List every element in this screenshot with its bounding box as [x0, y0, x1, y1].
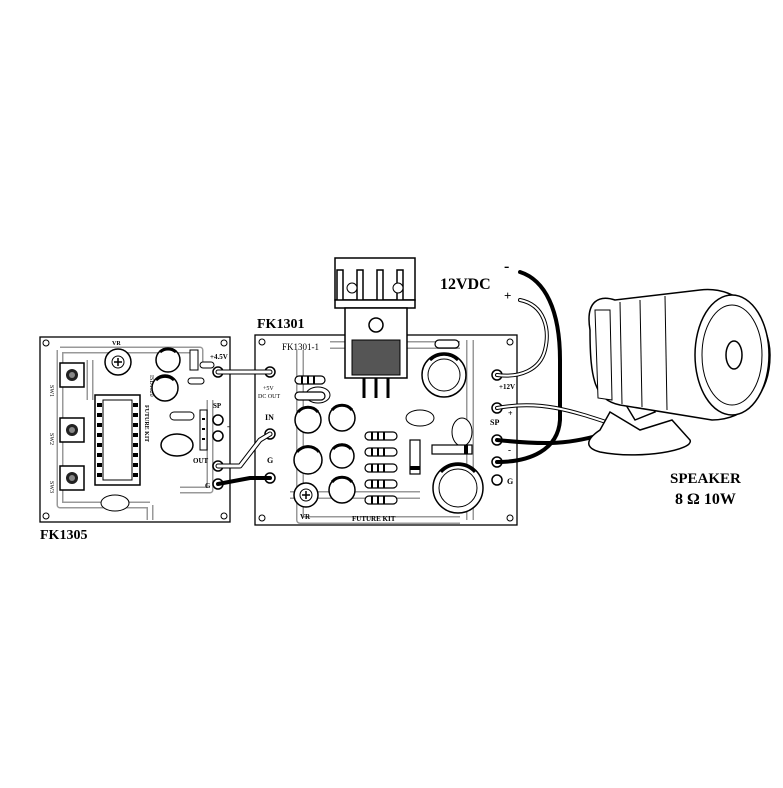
silk-plus-right: + [508, 409, 513, 418]
trimmer-vr-right [293, 482, 319, 508]
power-label: 12VDC [440, 276, 491, 293]
silk-plus5: +5V [263, 386, 274, 392]
board-label-fk1305: FK1305 [40, 528, 88, 543]
silk-vr-left: VR [112, 341, 121, 347]
capacitor-right-4 [328, 403, 356, 432]
capacitor-right-1 [421, 352, 467, 398]
silk-sw2: SW2 [48, 433, 54, 445]
silk-dcout: DC OUT [258, 394, 281, 400]
trimmer-vr-left [104, 348, 132, 376]
ic-chip [94, 394, 141, 486]
switch-sw3 [59, 465, 85, 491]
silk-out: OUT [193, 457, 209, 465]
power-plus: + [504, 288, 512, 303]
silk-g2-right: G [507, 477, 513, 486]
silk-g-left: G [205, 482, 211, 490]
switch-sw1 [59, 362, 85, 388]
silk-ic: ISD1820 [148, 375, 154, 397]
silk-minus-left: - [227, 422, 230, 431]
silk-plus45: +4.5V [210, 353, 228, 361]
speaker-label: SPEAKER [670, 471, 741, 487]
capacitor-right-3 [294, 405, 322, 434]
capacitor-left-3 [160, 433, 194, 457]
capacitor-right-2 [432, 462, 484, 514]
silk-g-right: G [267, 456, 273, 465]
board-fk1301: FK1301-1 [254, 257, 518, 526]
silk-sw3: SW3 [48, 481, 54, 493]
silk-in: IN [265, 413, 274, 422]
silk-vr-right: VR [300, 513, 311, 521]
silk-sp-left: SP [213, 402, 222, 410]
capacitor-right-7 [328, 475, 356, 504]
capacitor-left-2 [151, 374, 179, 402]
capacitor-right-6 [329, 443, 355, 469]
speaker-spec: 8 Ω 10W [675, 491, 736, 508]
silk-logo-left: FUTURE KIT [143, 405, 149, 442]
switch-sw2 [59, 417, 85, 443]
silk-plus12: +12V [499, 383, 515, 391]
silk-minus-right: - [508, 445, 511, 455]
speaker-horn [588, 288, 771, 456]
silk-part: FK1301-1 [282, 342, 319, 352]
capacitor-right-5 [293, 445, 323, 475]
silk-logo-right: FUTURE KIT [352, 515, 396, 523]
power-minus: - [504, 258, 510, 275]
silk-sp-right: SP [490, 418, 499, 427]
capacitor-left-1 [155, 347, 181, 373]
voltage-regulator [344, 307, 408, 398]
board-fk1305: SW1 SW2 SW3 VR ISD1820 FUTURE KIT [39, 336, 231, 523]
silk-sw1: SW1 [48, 385, 54, 397]
heatsink [334, 257, 416, 309]
board-label-fk1301: FK1301 [257, 317, 305, 332]
